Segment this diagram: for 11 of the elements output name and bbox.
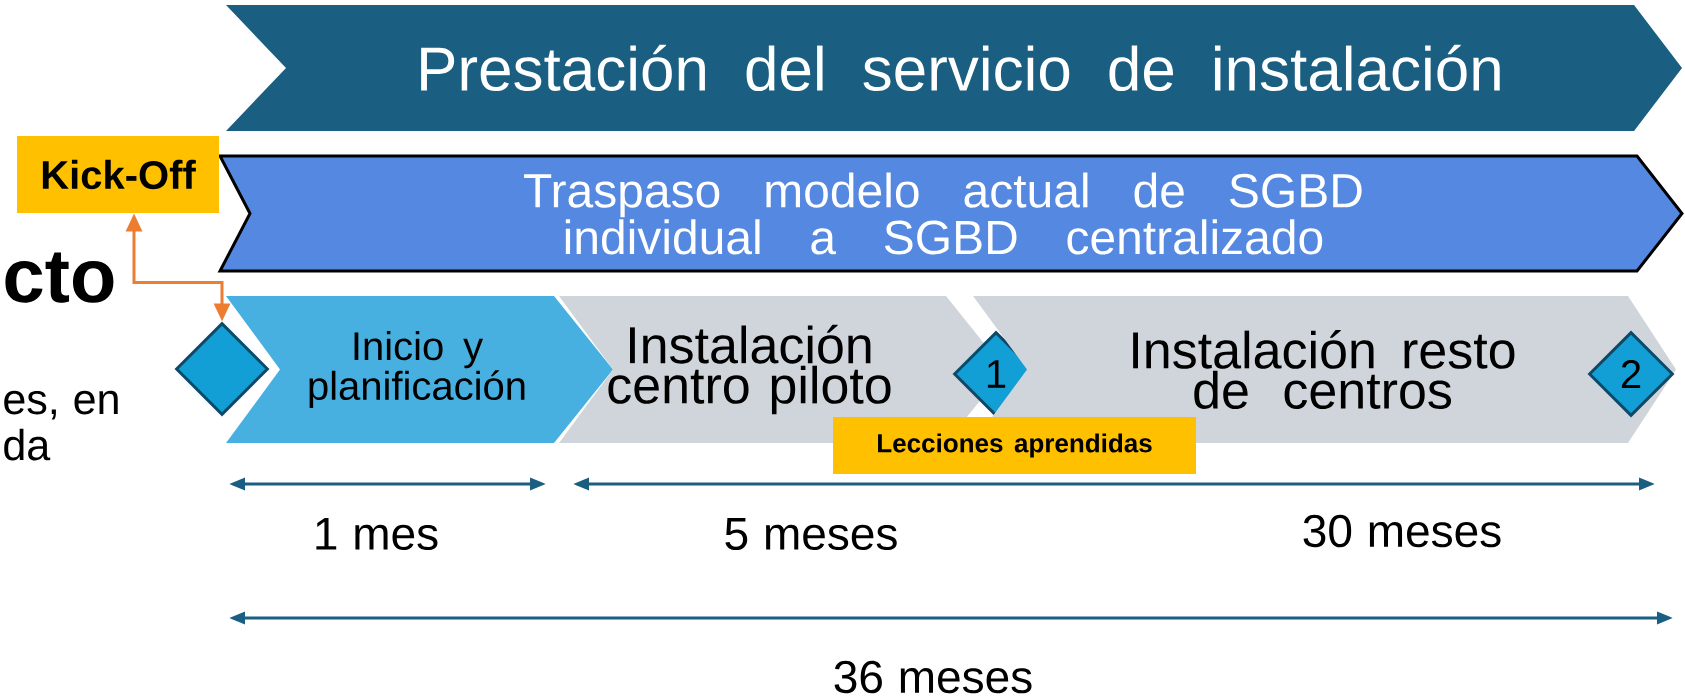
duration-label: 5 meses [725,517,897,551]
chevron-banner: Traspaso modelo actual de SGBD individual a SGBD centralizado [217,154,1684,273]
duration-label: 1 mes [316,517,438,551]
callout-box: Lecciones aprendidas [833,417,1196,474]
callout-box: Kick-Off [17,136,219,213]
duration-label: 36 meses [834,660,1032,694]
chevron-banner: Prestación del servicio de instalación [226,5,1682,131]
cut-body-text: es, en [4,390,118,420]
duration-label: 30 meses [1303,514,1501,548]
cut-heading-text: cto [5,252,114,303]
cut-body-text: da [4,428,51,461]
